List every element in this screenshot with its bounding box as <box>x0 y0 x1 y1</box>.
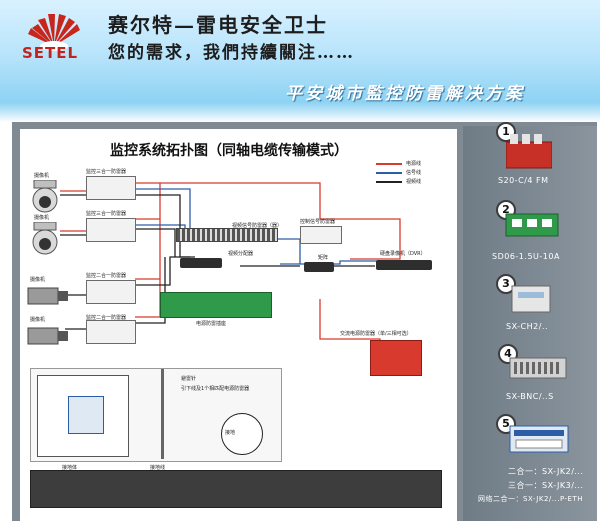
brand-slogan: 您的需求，我們持續關注…… <box>108 43 355 63</box>
matrix-device <box>304 262 334 272</box>
combo-name-1: 二合一 <box>508 467 534 476</box>
video-signal-protector-rack <box>176 228 278 242</box>
matrix-label: 矩阵 <box>318 255 329 261</box>
camera-label-3: 摄像机 <box>30 277 46 283</box>
ground-label-2: 接地线 <box>150 465 166 471</box>
pole-note-3: 接地 <box>225 430 236 436</box>
two-in-one-protector-1 <box>86 280 136 304</box>
power-strip-label: 电源防雷插座 <box>196 321 227 327</box>
dvr-label: 硬盘录像机（DVR） <box>380 251 426 257</box>
combo-code-1: SX-JK2/... <box>542 467 584 476</box>
setel-logo <box>18 6 90 64</box>
control-protector-label: 控制信号防雷器 <box>300 219 336 225</box>
combo-model-1: 二合一：SX-JK2/... <box>508 467 584 476</box>
camera-label-4: 摄像机 <box>30 317 46 323</box>
dvr-device <box>376 260 432 270</box>
protector-label-1: 监控三合一防雷器 <box>86 169 127 175</box>
wire-legend: 电源线 信号线 视频线 <box>376 160 436 190</box>
ac-protector-label: 交流电源防雷器（单/三相可选） <box>340 331 412 337</box>
ac-power-surge-protector <box>370 340 422 376</box>
combo-name-2: 三合一 <box>508 481 534 490</box>
legend-signal-swatch <box>376 172 402 174</box>
dome-camera-icon <box>28 221 62 258</box>
solution-title: 平安城市監控防雷解决方案 <box>285 84 525 104</box>
combo-model-2: 三合一：SX-JK3/... <box>508 481 584 490</box>
product-sidebar <box>463 126 597 521</box>
product-number-3: 3 <box>496 274 516 294</box>
video-distributor-label: 视频分配器 <box>228 251 254 257</box>
grounding-strip <box>30 470 442 508</box>
video-splitter-label: 视频信号防雷器（器） <box>232 223 283 229</box>
video-signal-protector-icon <box>508 348 568 386</box>
sunburst-logo-icon <box>28 14 80 51</box>
legend-power-label: 电源线 <box>406 161 422 167</box>
header-fade <box>0 102 600 122</box>
installation-detail-panel: 避雷针 引下线及1个相匹配电源防雷器 接地 <box>30 368 282 462</box>
combo-model-3: 网络二合一：SX-JK2/...P-ETH <box>478 495 584 503</box>
product-model-4: SX-BNC/..S <box>506 392 554 401</box>
box-camera-icon <box>26 324 70 348</box>
legend-video-label: 视频线 <box>406 179 422 185</box>
control-signal-protector-icon <box>508 282 554 316</box>
product-model-1: S20-C/4 FM <box>498 176 549 185</box>
dome-camera-icon <box>28 179 62 216</box>
cabinet-protector <box>68 396 104 434</box>
logo-text: SETEL <box>22 44 79 62</box>
combo-protector-icon <box>508 420 570 456</box>
video-distributor <box>180 258 222 268</box>
box-camera-icon <box>26 284 70 308</box>
two-in-one-protector-2 <box>86 320 136 344</box>
ground-detail-circle <box>221 413 263 455</box>
power-protection-strip <box>160 292 272 318</box>
product-model-2: SD06-1.5U-10A <box>492 252 560 261</box>
protector-label-3: 监控二合一防雷器 <box>86 273 127 279</box>
legend-power-swatch <box>376 163 402 165</box>
three-in-one-protector-2 <box>86 218 136 242</box>
product-model-3: SX-CH2/.. <box>506 322 549 331</box>
camera-label-1: 摄像机 <box>34 173 50 179</box>
protector-label-2: 监控三合一防雷器 <box>86 211 127 217</box>
power-socket-protector-icon <box>504 208 560 242</box>
combo-name-3: 网络二合一 <box>478 495 516 503</box>
header-banner <box>0 0 600 122</box>
brand-chinese-name: 赛尔特—雷电安全卫士 <box>108 13 328 37</box>
pole-note-2: 引下线及1个相匹配电源防雷器 <box>181 386 250 392</box>
combo-code-2: SX-JK3/... <box>542 481 584 490</box>
diagram-title: 监控系统拓扑图（同轴电缆传输模式） <box>110 143 348 159</box>
cabinet-diagram <box>37 375 129 457</box>
three-in-one-protector-1 <box>86 176 136 200</box>
ground-label-1: 接地体 <box>62 465 78 471</box>
pole-note-1: 避雷针 <box>181 376 197 382</box>
ac-surge-protector-icon <box>505 134 553 170</box>
legend-signal-label: 信号线 <box>406 170 422 176</box>
legend-video-swatch <box>376 181 402 183</box>
protector-label-4: 监控二合一防雷器 <box>86 315 127 321</box>
camera-label-2: 摄像机 <box>34 215 50 221</box>
control-signal-protector <box>300 226 342 244</box>
lightning-pole <box>161 369 164 459</box>
combo-code-3: SX-JK2/...P-ETH <box>523 495 584 503</box>
